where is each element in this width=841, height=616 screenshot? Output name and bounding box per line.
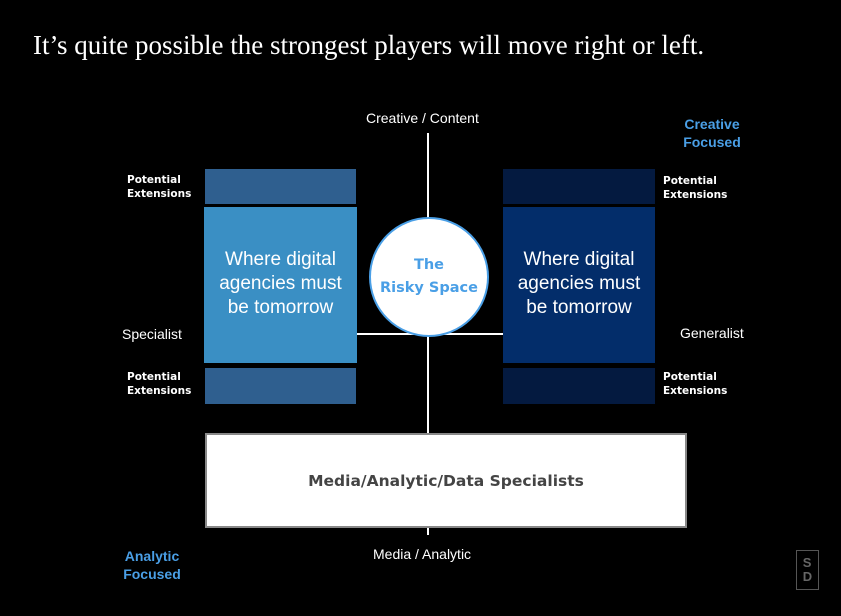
axis-label-top: Creative / Content [366, 110, 479, 126]
axis-label-right: Generalist [680, 325, 744, 341]
bottom-box: Media/Analytic/Data Specialists [205, 433, 687, 528]
circle-line2: Risky Space [380, 280, 478, 296]
slide-title: It’s quite possible the strongest player… [33, 30, 705, 60]
extension-label: Potential Extensions [663, 371, 728, 397]
left-extension-bottom [205, 368, 356, 404]
extension-label: Potential Extensions [663, 175, 728, 201]
axis-label-left: Specialist [122, 326, 182, 342]
right-box-text: Where digital agencies must be tomorrow [517, 248, 641, 318]
axis-label-bottom: Media / Analytic [373, 546, 472, 562]
right-extension-top [503, 169, 655, 204]
corner-label-analytic-focused: Analytic Focused [123, 548, 181, 582]
left-box-text: Where digital agencies must be tomorrow [219, 248, 342, 318]
extension-label: Potential Extensions [127, 174, 192, 200]
extension-label: Potential Extensions [127, 371, 192, 397]
risky-space-circle: The Risky Space [369, 217, 489, 337]
left-main-box: Where digital agencies must be tomorrow [204, 207, 357, 363]
circle-line1: The [413, 257, 445, 273]
left-extension-top [205, 169, 356, 204]
right-extension-bottom [503, 368, 655, 404]
bottom-box-text: Media/Analytic/Data Specialists [308, 471, 584, 490]
corner-label-creative-focused: Creative Focused [683, 116, 741, 150]
right-main-box: Where digital agencies must be tomorrow [503, 207, 655, 363]
